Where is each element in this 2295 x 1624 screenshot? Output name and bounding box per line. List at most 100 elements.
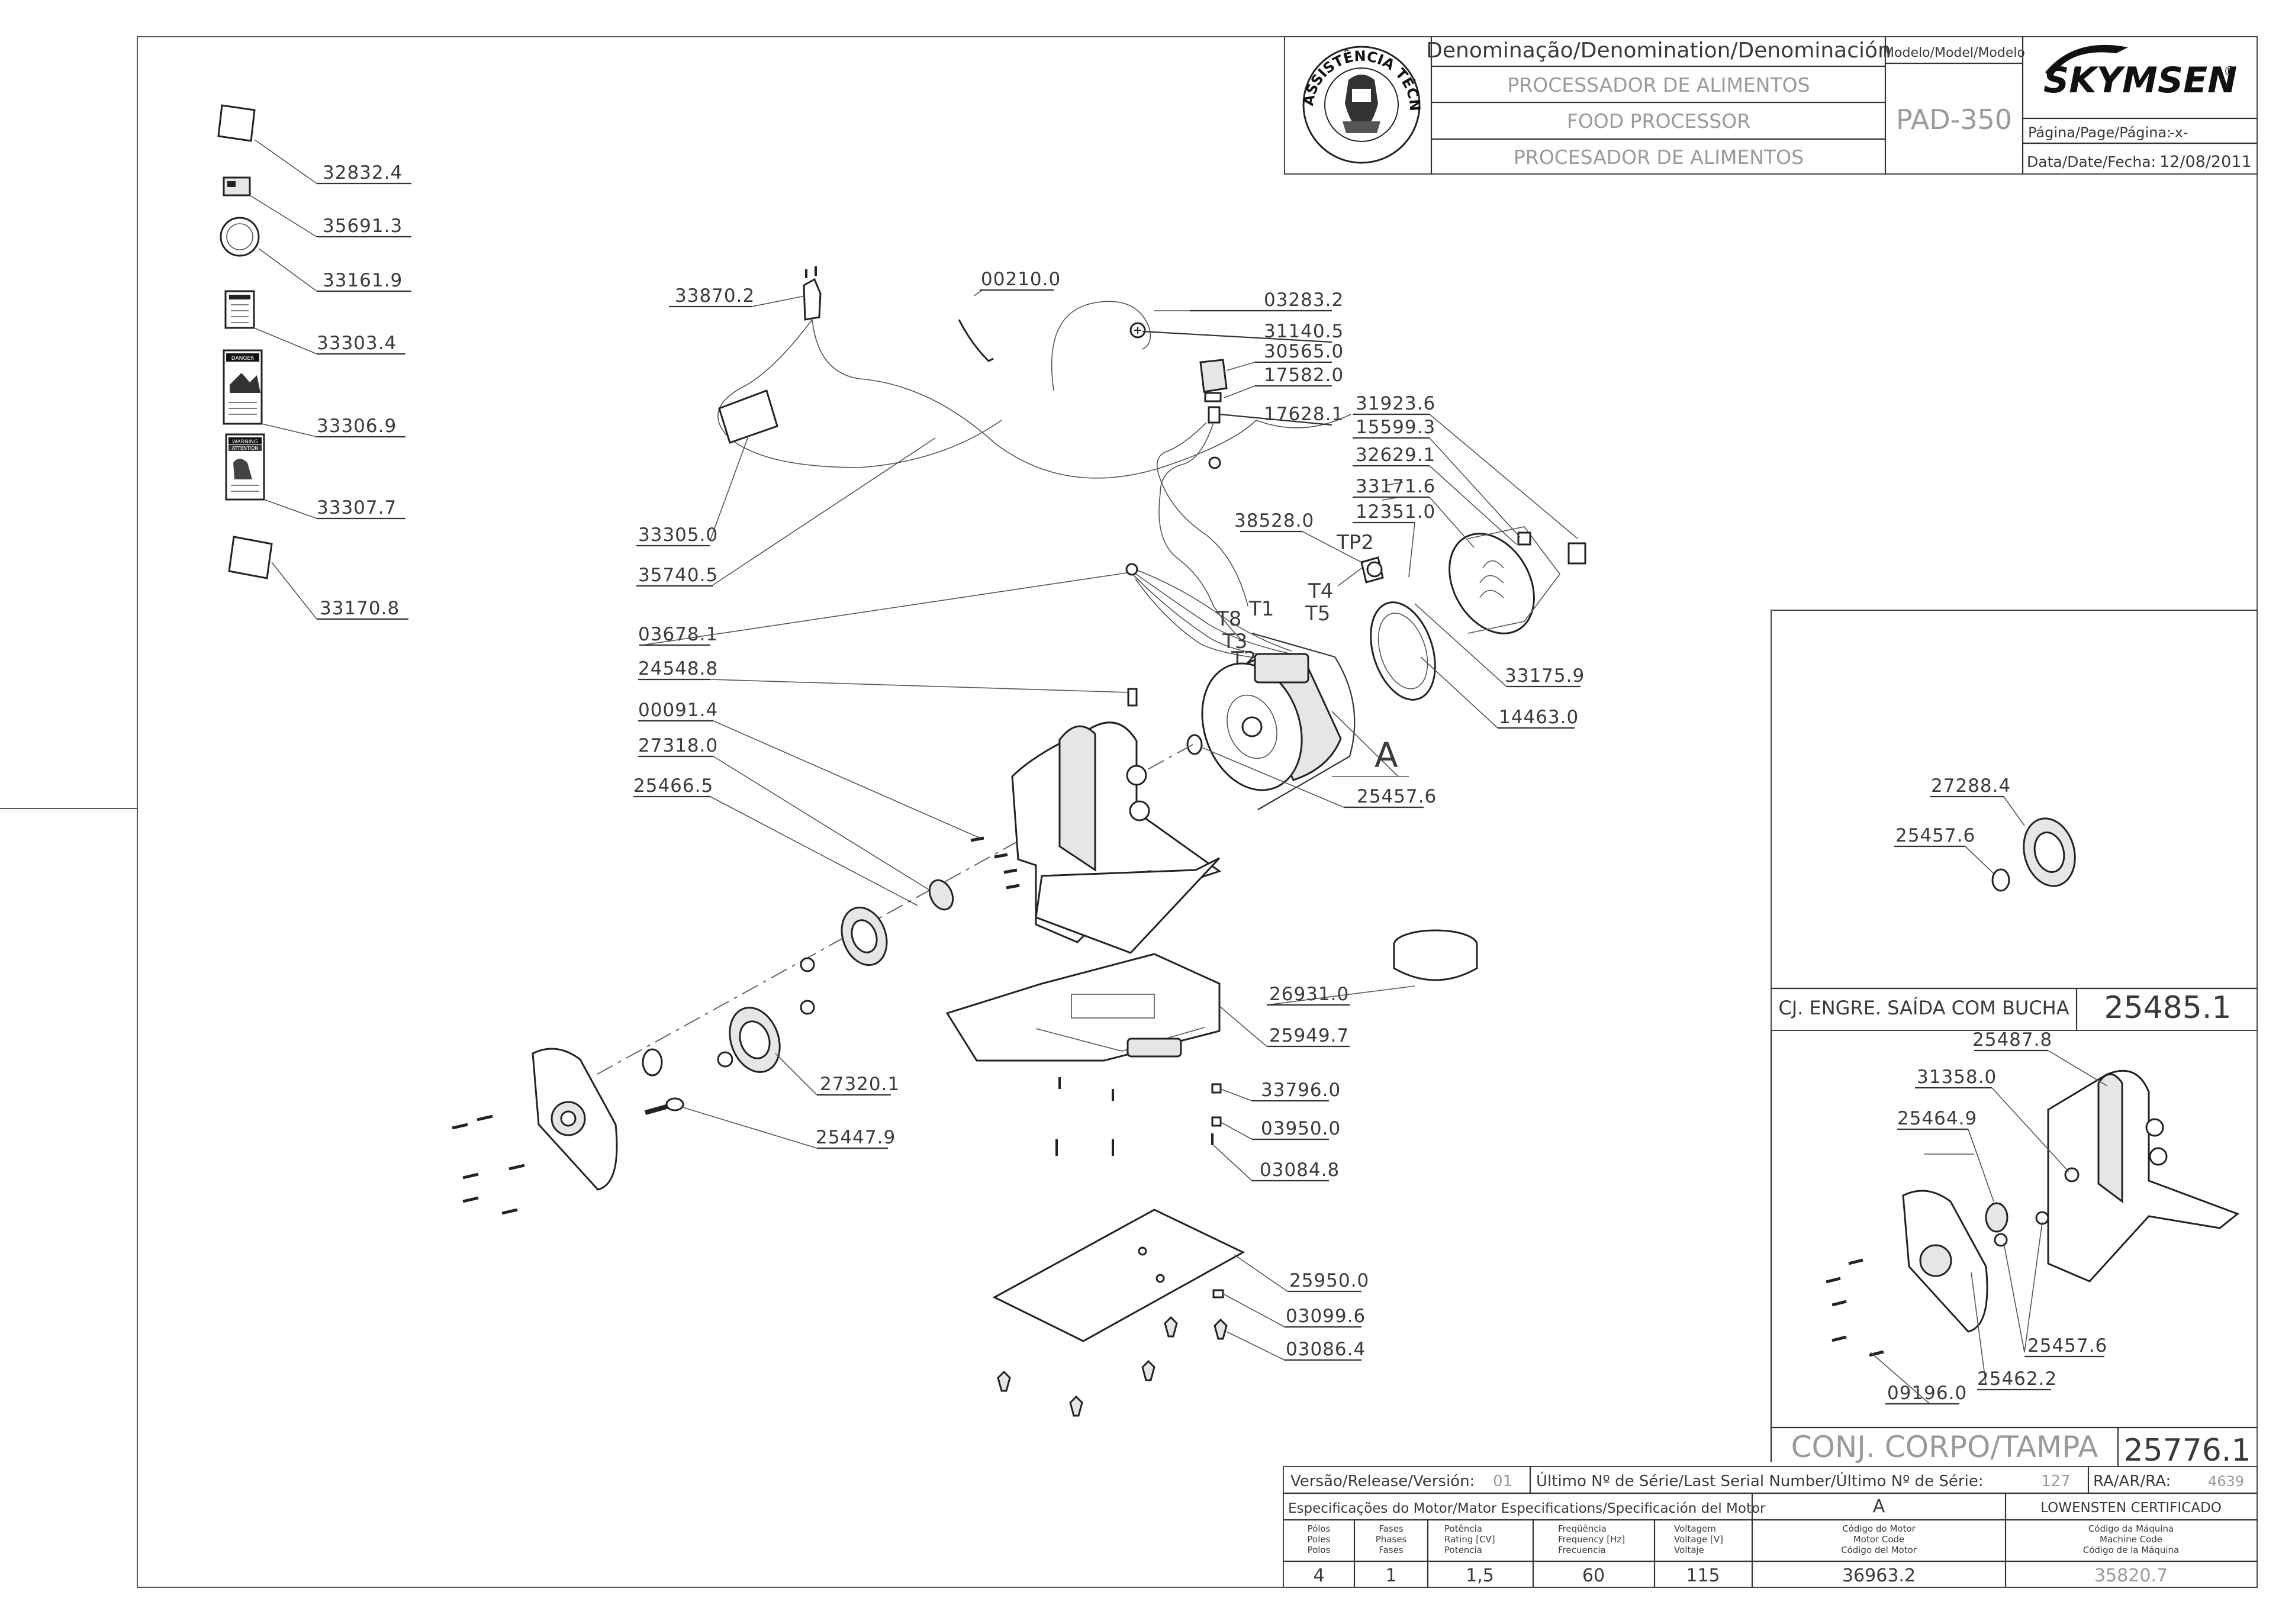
label-03084: 03084.8	[1260, 1159, 1340, 1181]
label-26931: 26931.0	[1269, 984, 1349, 1005]
label-25466: 25466.5	[633, 775, 713, 797]
inset-label-25462: 25462.2	[1977, 1368, 2057, 1390]
name-spanish: PROCESADOR DE ALIMENTOS	[1514, 146, 1804, 169]
label-00091: 00091.4	[638, 700, 718, 721]
motor-spec-header: Especificações do Motor/Mator Especifica…	[1288, 1501, 1766, 1516]
label-25949: 25949.7	[1269, 1025, 1349, 1046]
page-value: -x-	[2170, 124, 2188, 141]
col-volt-1: Voltagem	[1674, 1523, 1716, 1534]
label-35691: 35691.3	[323, 215, 403, 237]
date-label: Data/Date/Fecha:	[2027, 153, 2156, 170]
poles-value: 4	[1313, 1565, 1324, 1586]
name-portuguese: PROCESSADOR DE ALIMENTOS	[1507, 73, 1810, 96]
label-03086: 03086.4	[1286, 1339, 1366, 1360]
col-poles-1: Pólos	[1308, 1523, 1331, 1534]
label-33175: 33175.9	[1505, 665, 1585, 687]
inset-body-code: 25776.1	[2123, 1433, 2251, 1468]
label-12351: 12351.0	[1356, 501, 1435, 523]
label-33170: 33170.8	[320, 598, 400, 619]
lead-t1: T1	[1248, 597, 1274, 621]
date-value: 12/08/2011	[2159, 153, 2252, 171]
power-value: 1,5	[1466, 1565, 1494, 1586]
label-17582: 17582.0	[1264, 365, 1344, 386]
col-poles-2: Poles	[1308, 1534, 1331, 1545]
col-machine-1: Código da Máquina	[2088, 1523, 2174, 1534]
voltage-value: 115	[1686, 1565, 1720, 1586]
col-motor-2: Motor Code	[1853, 1534, 1905, 1545]
label-35740: 35740.5	[638, 565, 718, 586]
label-38528: 38528.0	[1234, 510, 1314, 531]
col-phases-3: Fases	[1379, 1545, 1403, 1555]
label-33171: 33171.6	[1356, 476, 1435, 497]
label-15599: 15599.3	[1356, 417, 1435, 438]
inset-label-25464: 25464.9	[1897, 1108, 1977, 1129]
inset-body-cover: 25487.8 31358.0 25464.9 25457.6 25462.2 …	[1770, 1029, 2257, 1468]
view-a-marker: A	[1375, 735, 1398, 775]
inset-label-31358: 31358.0	[1917, 1066, 1997, 1088]
col-power-3: Potencia	[1444, 1545, 1482, 1555]
col-freq-3: Frecuencia	[1558, 1545, 1606, 1555]
certification: LOWENSTEN CERTIFICADO	[2040, 1500, 2222, 1516]
col-power-2: Rating [CV]	[1444, 1534, 1495, 1545]
release-spec-table: Versão/Release/Versión: 01 Último Nº de …	[1283, 1466, 2258, 1588]
phases-value: 1	[1385, 1565, 1396, 1586]
label-25447: 25447.9	[816, 1127, 896, 1148]
label-14463: 14463.0	[1499, 707, 1579, 728]
label-27320: 27320.1	[820, 1074, 900, 1095]
label-25950: 25950.0	[1289, 1270, 1369, 1291]
model-header: Modelo/Model/Modelo	[1883, 46, 2025, 60]
brand-mark: ®	[2223, 65, 2236, 79]
lead-t3: T3	[1222, 630, 1247, 653]
body-gear-assembly: 00091.4 27318.0 25466.5 27320.1 25447.9	[452, 700, 1478, 1417]
label-33161: 33161.9	[323, 270, 403, 291]
label-33303: 33303.4	[317, 333, 397, 354]
inset-body-caption: CONJ. CORPO/TAMPA	[1791, 1430, 2098, 1464]
label-30565: 30565.0	[1264, 341, 1344, 362]
label-25457-motor: 25457.6	[1357, 786, 1437, 807]
ra-label: RA/AR/RA:	[2093, 1472, 2171, 1490]
label-33306: 33306.9	[317, 415, 397, 437]
lead-t8: T8	[1216, 607, 1241, 631]
view-letter: A	[1873, 1496, 1885, 1517]
inset-gear-code: 25485.1	[2104, 990, 2231, 1026]
frequency-value: 60	[1582, 1565, 1605, 1586]
version-label: Versão/Release/Versión:	[1290, 1472, 1475, 1490]
machine-code-value: 35820.7	[2094, 1565, 2168, 1586]
label-03678: 03678.1	[638, 624, 718, 645]
serial-value: 127	[2041, 1472, 2071, 1490]
col-power-1: Potência	[1444, 1523, 1482, 1534]
label-00210: 00210.0	[981, 269, 1061, 290]
decal-danger-text: DANGER	[231, 356, 255, 362]
inset-gear-caption: CJ. ENGRE. SAÍDA COM BUCHA	[1778, 997, 2069, 1019]
wiring-harness: 33870.2 33305.0 35740.5 00210.0 03283.2 …	[636, 266, 1351, 642]
model-value: PAD-350	[1896, 104, 2012, 136]
label-31923: 31923.6	[1356, 393, 1435, 414]
label-tp2: TP2	[1336, 531, 1374, 555]
label-33870: 33870.2	[675, 285, 755, 307]
col-freq-1: Freqüência	[1558, 1523, 1607, 1534]
label-17628: 17628.1	[1264, 404, 1344, 425]
version-value: 01	[1493, 1472, 1512, 1490]
label-27318: 27318.0	[638, 735, 718, 756]
col-motor-3: Código del Motor	[1841, 1545, 1917, 1555]
col-motor-1: Código do Motor	[1842, 1523, 1916, 1534]
inset-label-09196: 09196.0	[1887, 1383, 1967, 1404]
col-freq-2: Frequency [Hz]	[1558, 1534, 1625, 1545]
motor-assembly: 03678.1 T1 T8 T3 T2 T5 T4 38528.0 TP2 25…	[638, 393, 1586, 810]
serial-label: Último Nº de Série/Last Serial Number/Úl…	[1536, 1471, 1984, 1490]
col-volt-3: Voltaje	[1674, 1545, 1704, 1555]
denomination-header: Denominação/Denomination/Denominación	[1426, 38, 1891, 63]
label-33305: 33305.0	[638, 524, 718, 546]
motor-code-value: 36963.2	[1842, 1565, 1916, 1586]
inset-label-25487: 25487.8	[1972, 1029, 2052, 1051]
brand-name: SKYMSEN	[2043, 60, 2237, 101]
decal-warning-text: WARNING	[232, 439, 258, 445]
label-32832: 32832.4	[323, 162, 403, 183]
label-03283: 03283.2	[1264, 289, 1344, 311]
label-03099: 03099.6	[1286, 1306, 1366, 1327]
col-machine-3: Código de la Máquina	[2083, 1545, 2179, 1555]
label-31140: 31140.5	[1264, 321, 1344, 342]
label-33796: 33796.0	[1261, 1080, 1341, 1101]
inset-label-25457-gear: 25457.6	[1895, 825, 1975, 846]
label-32629: 32629.1	[1356, 444, 1435, 466]
